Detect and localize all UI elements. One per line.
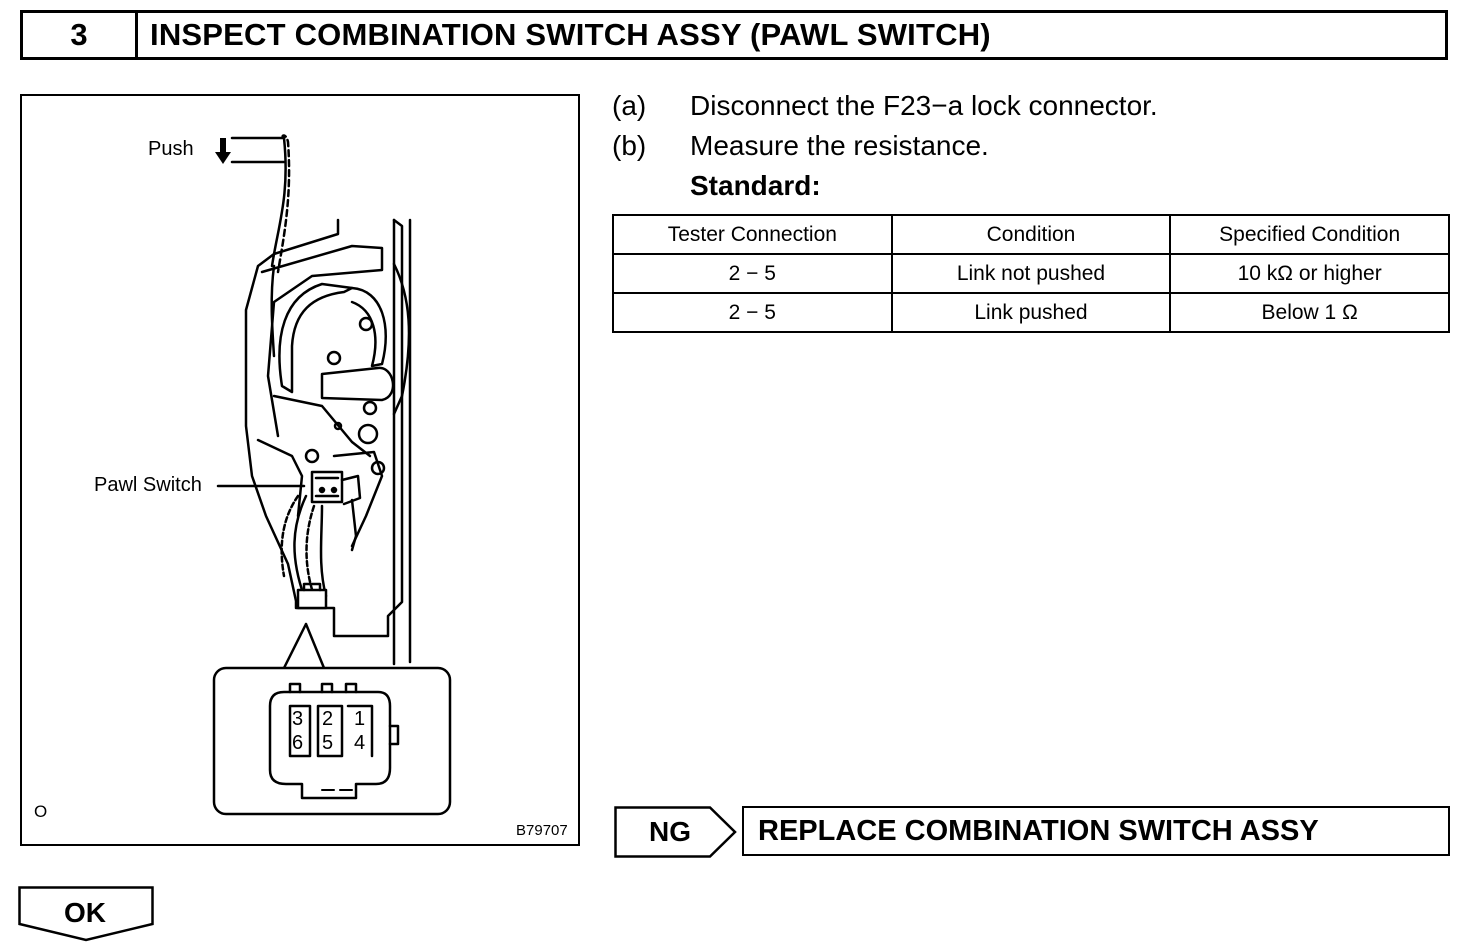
step-header: 3 INSPECT COMBINATION SWITCH ASSY (PAWL … — [20, 10, 1448, 60]
pin-5: 5 — [322, 732, 334, 754]
pin-6: 6 — [292, 732, 304, 754]
ng-arrow-shape: NG — [614, 806, 737, 858]
ng-label: NG — [649, 816, 691, 847]
table-cell: Link pushed — [890, 292, 1172, 333]
instruction-a: (a) Disconnect the F23−a lock connector. — [612, 90, 1442, 126]
door-lock-diagram — [212, 134, 452, 816]
corner-mark: O — [34, 802, 48, 821]
table-header: Condition — [890, 214, 1172, 255]
ok-arrow-shape: OK — [18, 886, 154, 942]
ng-action-text: REPLACE COMBINATION SWITCH ASSY — [758, 814, 1319, 847]
instruction-b: (b) Measure the resistance. — [612, 130, 1442, 166]
push-arrow-icon — [215, 136, 286, 164]
table-cell: 10 kΩ or higher — [1169, 253, 1450, 294]
instruction-a-label: (a) — [612, 90, 647, 121]
ng-branch: NG — [614, 806, 738, 863]
figure-id: B79707 — [516, 822, 568, 839]
instruction-a-text: Disconnect the F23−a lock connector. — [690, 90, 1158, 121]
pin-1: 1 — [354, 708, 366, 730]
pawl-switch-body — [310, 470, 362, 552]
table-cell: 2 − 5 — [612, 253, 893, 294]
ng-action-box: REPLACE COMBINATION SWITCH ASSY — [742, 806, 1450, 856]
table-row: 2 − 5 Link pushed Below 1 Ω — [612, 292, 1450, 333]
specification-table: Tester Connection Condition Specified Co… — [612, 214, 1450, 333]
push-label: Push — [148, 138, 194, 160]
table-cell: 2 − 5 — [612, 292, 893, 333]
table-header: Tester Connection — [612, 214, 893, 255]
step-number: 3 — [23, 13, 138, 57]
instruction-b-text: Measure the resistance. — [690, 130, 989, 161]
table-row: 2 − 5 Link not pushed 10 kΩ or higher — [612, 253, 1450, 294]
pin-3: 3 — [292, 708, 304, 730]
ok-label: OK — [64, 897, 106, 928]
step-title: INSPECT COMBINATION SWITCH ASSY (PAWL SW… — [150, 17, 991, 52]
table-cell: Below 1 Ω — [1169, 292, 1450, 333]
pawl-switch-label: Pawl Switch — [94, 474, 202, 496]
instruction-b-label: (b) — [612, 130, 647, 161]
table-header: Specified Condition — [1169, 214, 1450, 255]
standard-label: Standard: — [690, 170, 821, 201]
table-header-row: Tester Connection Condition Specified Co… — [612, 214, 1450, 255]
illustration-panel: Push Pawl Switch 3 2 1 6 5 4 O B79707 — [20, 94, 580, 846]
table-cell: Link not pushed — [890, 253, 1172, 294]
connector-face-outline — [268, 682, 400, 800]
ok-branch: OK — [18, 886, 158, 947]
pin-2: 2 — [322, 708, 334, 730]
pin-4: 4 — [354, 732, 366, 754]
